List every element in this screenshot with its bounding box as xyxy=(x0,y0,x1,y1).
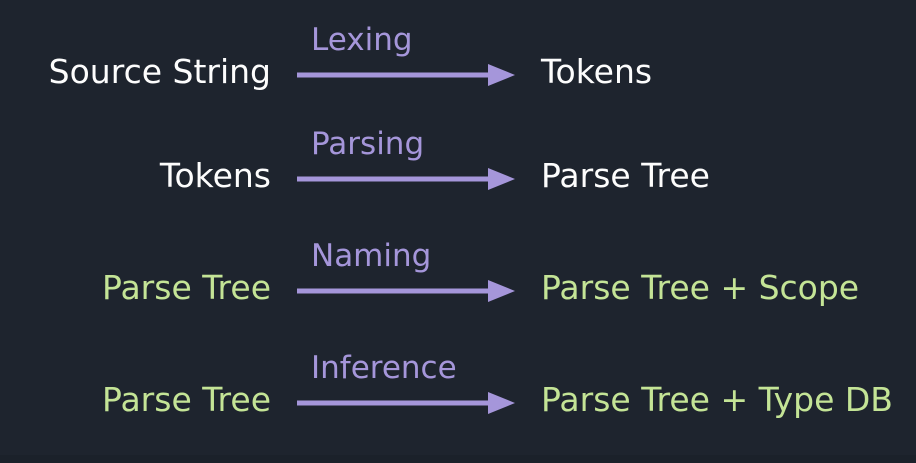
pipeline-row-1-source: Source String xyxy=(48,52,271,91)
pipeline-row-2-edge-label: Parsing xyxy=(311,126,425,162)
pipeline-row-4: Parse Tree Inference Parse Tree + Type D… xyxy=(0,328,916,444)
pipeline-row-2-target: Parse Tree xyxy=(541,156,710,195)
pipeline-row-3: Parse Tree Naming Parse Tree + Scope xyxy=(0,216,916,332)
pipeline-row-1-edge-label: Lexing xyxy=(311,22,413,58)
pipeline-row-3-edge-label: Naming xyxy=(311,238,432,274)
pipeline-row-3-target: Parse Tree + Scope xyxy=(541,268,860,307)
pipeline-row-3-source: Parse Tree xyxy=(102,268,271,307)
right-arrow-icon xyxy=(295,390,517,416)
pipeline-row-1: Source String Lexing Tokens xyxy=(0,0,916,116)
pipeline-row-4-target: Parse Tree + Type DB xyxy=(541,380,893,419)
right-arrow-icon xyxy=(295,62,517,88)
bottom-band xyxy=(0,455,916,463)
pipeline-row-1-target: Tokens xyxy=(541,52,653,91)
right-arrow-icon xyxy=(295,166,517,192)
pipeline-row-2-source: Tokens xyxy=(159,156,271,195)
pipeline-row-4-edge-label: Inference xyxy=(311,350,457,386)
pipeline-row-4-source: Parse Tree xyxy=(102,380,271,419)
pipeline-row-2: Tokens Parsing Parse Tree xyxy=(0,104,916,220)
right-arrow-icon xyxy=(295,278,517,304)
